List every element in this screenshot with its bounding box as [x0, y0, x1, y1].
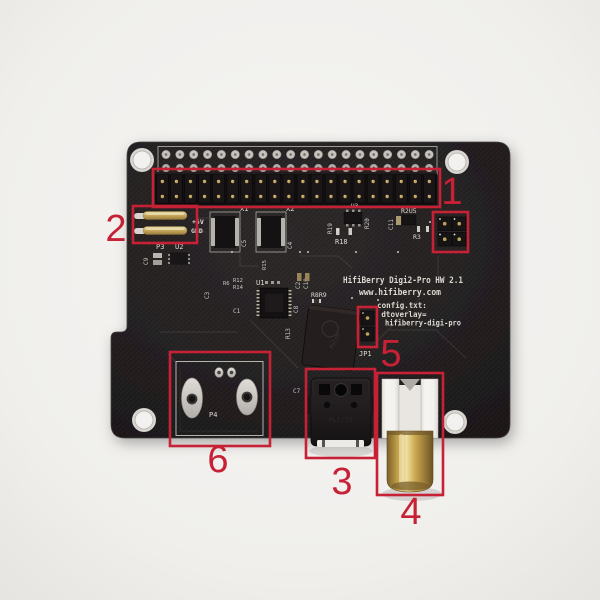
label-r3: R3: [413, 233, 421, 241]
p4-footprint: [175, 361, 264, 436]
crystal-x2: [255, 211, 287, 253]
mounting-hole: [132, 408, 156, 432]
callout-number-6: 6: [207, 439, 228, 481]
label-r20: R20: [364, 218, 371, 229]
aux-header-2x2: [437, 216, 467, 247]
callout-number-3: 3: [331, 461, 352, 503]
label-r8r9: R8R9: [311, 291, 327, 299]
c2-c10-caps: [297, 273, 310, 281]
label-c7: C7: [293, 388, 301, 395]
label-c5: C5: [241, 239, 248, 247]
label-r18: R18: [335, 238, 348, 246]
mounting-hole: [443, 410, 467, 434]
callout-number-4: 4: [400, 491, 421, 533]
label-c1: C1: [233, 308, 241, 315]
mounting-hole: [130, 148, 154, 172]
gpio-header-pin-columns: [156, 173, 436, 204]
label-r14: R14: [233, 285, 244, 291]
u5-ic: [396, 214, 429, 232]
label-c11: C11: [388, 219, 395, 230]
label-p3: P3: [156, 243, 164, 251]
label-r19: R19: [327, 223, 334, 234]
callout-box-3: [304, 367, 377, 460]
label-c9: C9: [143, 257, 150, 265]
crystal-x1: [209, 211, 241, 253]
main-ic: [256, 281, 292, 319]
label-c3: C3: [204, 291, 211, 299]
callout-number-1: 1: [441, 171, 462, 213]
gpio-header: [155, 172, 437, 205]
label-x2: X2: [286, 205, 294, 213]
label-x1: X1: [240, 205, 248, 213]
label-jp1: JP1: [359, 350, 372, 358]
toslink-marking-text: PLT/TS: [329, 417, 354, 424]
mounting-hole: [445, 150, 469, 174]
solder-glints: [231, 221, 431, 301]
config-overlay-name-text: hifiberry-digi-pro: [385, 319, 461, 328]
u3-ic: [343, 209, 363, 227]
brand-text: HifiBerry Digi2-Pro HW 2.1: [343, 275, 463, 286]
toslink-connector: PLT/TS: [307, 377, 375, 447]
mounting-holes: [130, 148, 469, 434]
toslink-shutter: [317, 440, 364, 447]
config-title-text: config.txt:: [377, 301, 427, 310]
callout-box-1: [151, 167, 442, 209]
callout-box-6: [168, 350, 272, 448]
callout-number-2: 2: [105, 208, 126, 250]
label-c4: C4: [287, 241, 294, 249]
u2-ic: [153, 251, 190, 266]
label-r2u5: R2U5: [401, 207, 417, 215]
jp1-jumper: [360, 310, 375, 342]
label-c10: C10: [303, 278, 310, 289]
label-r6: R6: [223, 281, 230, 287]
annotations: 1 2 3 4 5 6: [105, 167, 470, 533]
label-r12: R12: [233, 278, 243, 284]
label-c2: C2: [295, 281, 302, 289]
power-test-pins: [134, 211, 188, 235]
toslink-shadow: [309, 445, 373, 457]
website-text: www.hifiberry.com: [359, 287, 441, 298]
label-c8: C8: [293, 305, 300, 313]
callout-box-5: [356, 305, 379, 349]
audio-transformer: Pulse: [301, 304, 361, 372]
callout-box-2: [131, 204, 199, 245]
r8r9-resistors: [312, 299, 321, 303]
label-r13: R13: [285, 328, 292, 339]
r18-resistor: [336, 228, 352, 235]
label-r15: R15: [262, 260, 268, 270]
callout-number-5: 5: [380, 333, 401, 375]
config-dtoverlay-text: dtoverlay=: [381, 310, 427, 319]
label-u2: U2: [175, 243, 183, 251]
callout-box-aux-header: [431, 210, 470, 254]
rca-gold-barrel: [386, 430, 434, 493]
label-p4: P4: [209, 411, 217, 419]
label-u1: U1: [256, 279, 264, 287]
rca-connector: [381, 378, 439, 493]
callout-box-4: [375, 371, 445, 497]
